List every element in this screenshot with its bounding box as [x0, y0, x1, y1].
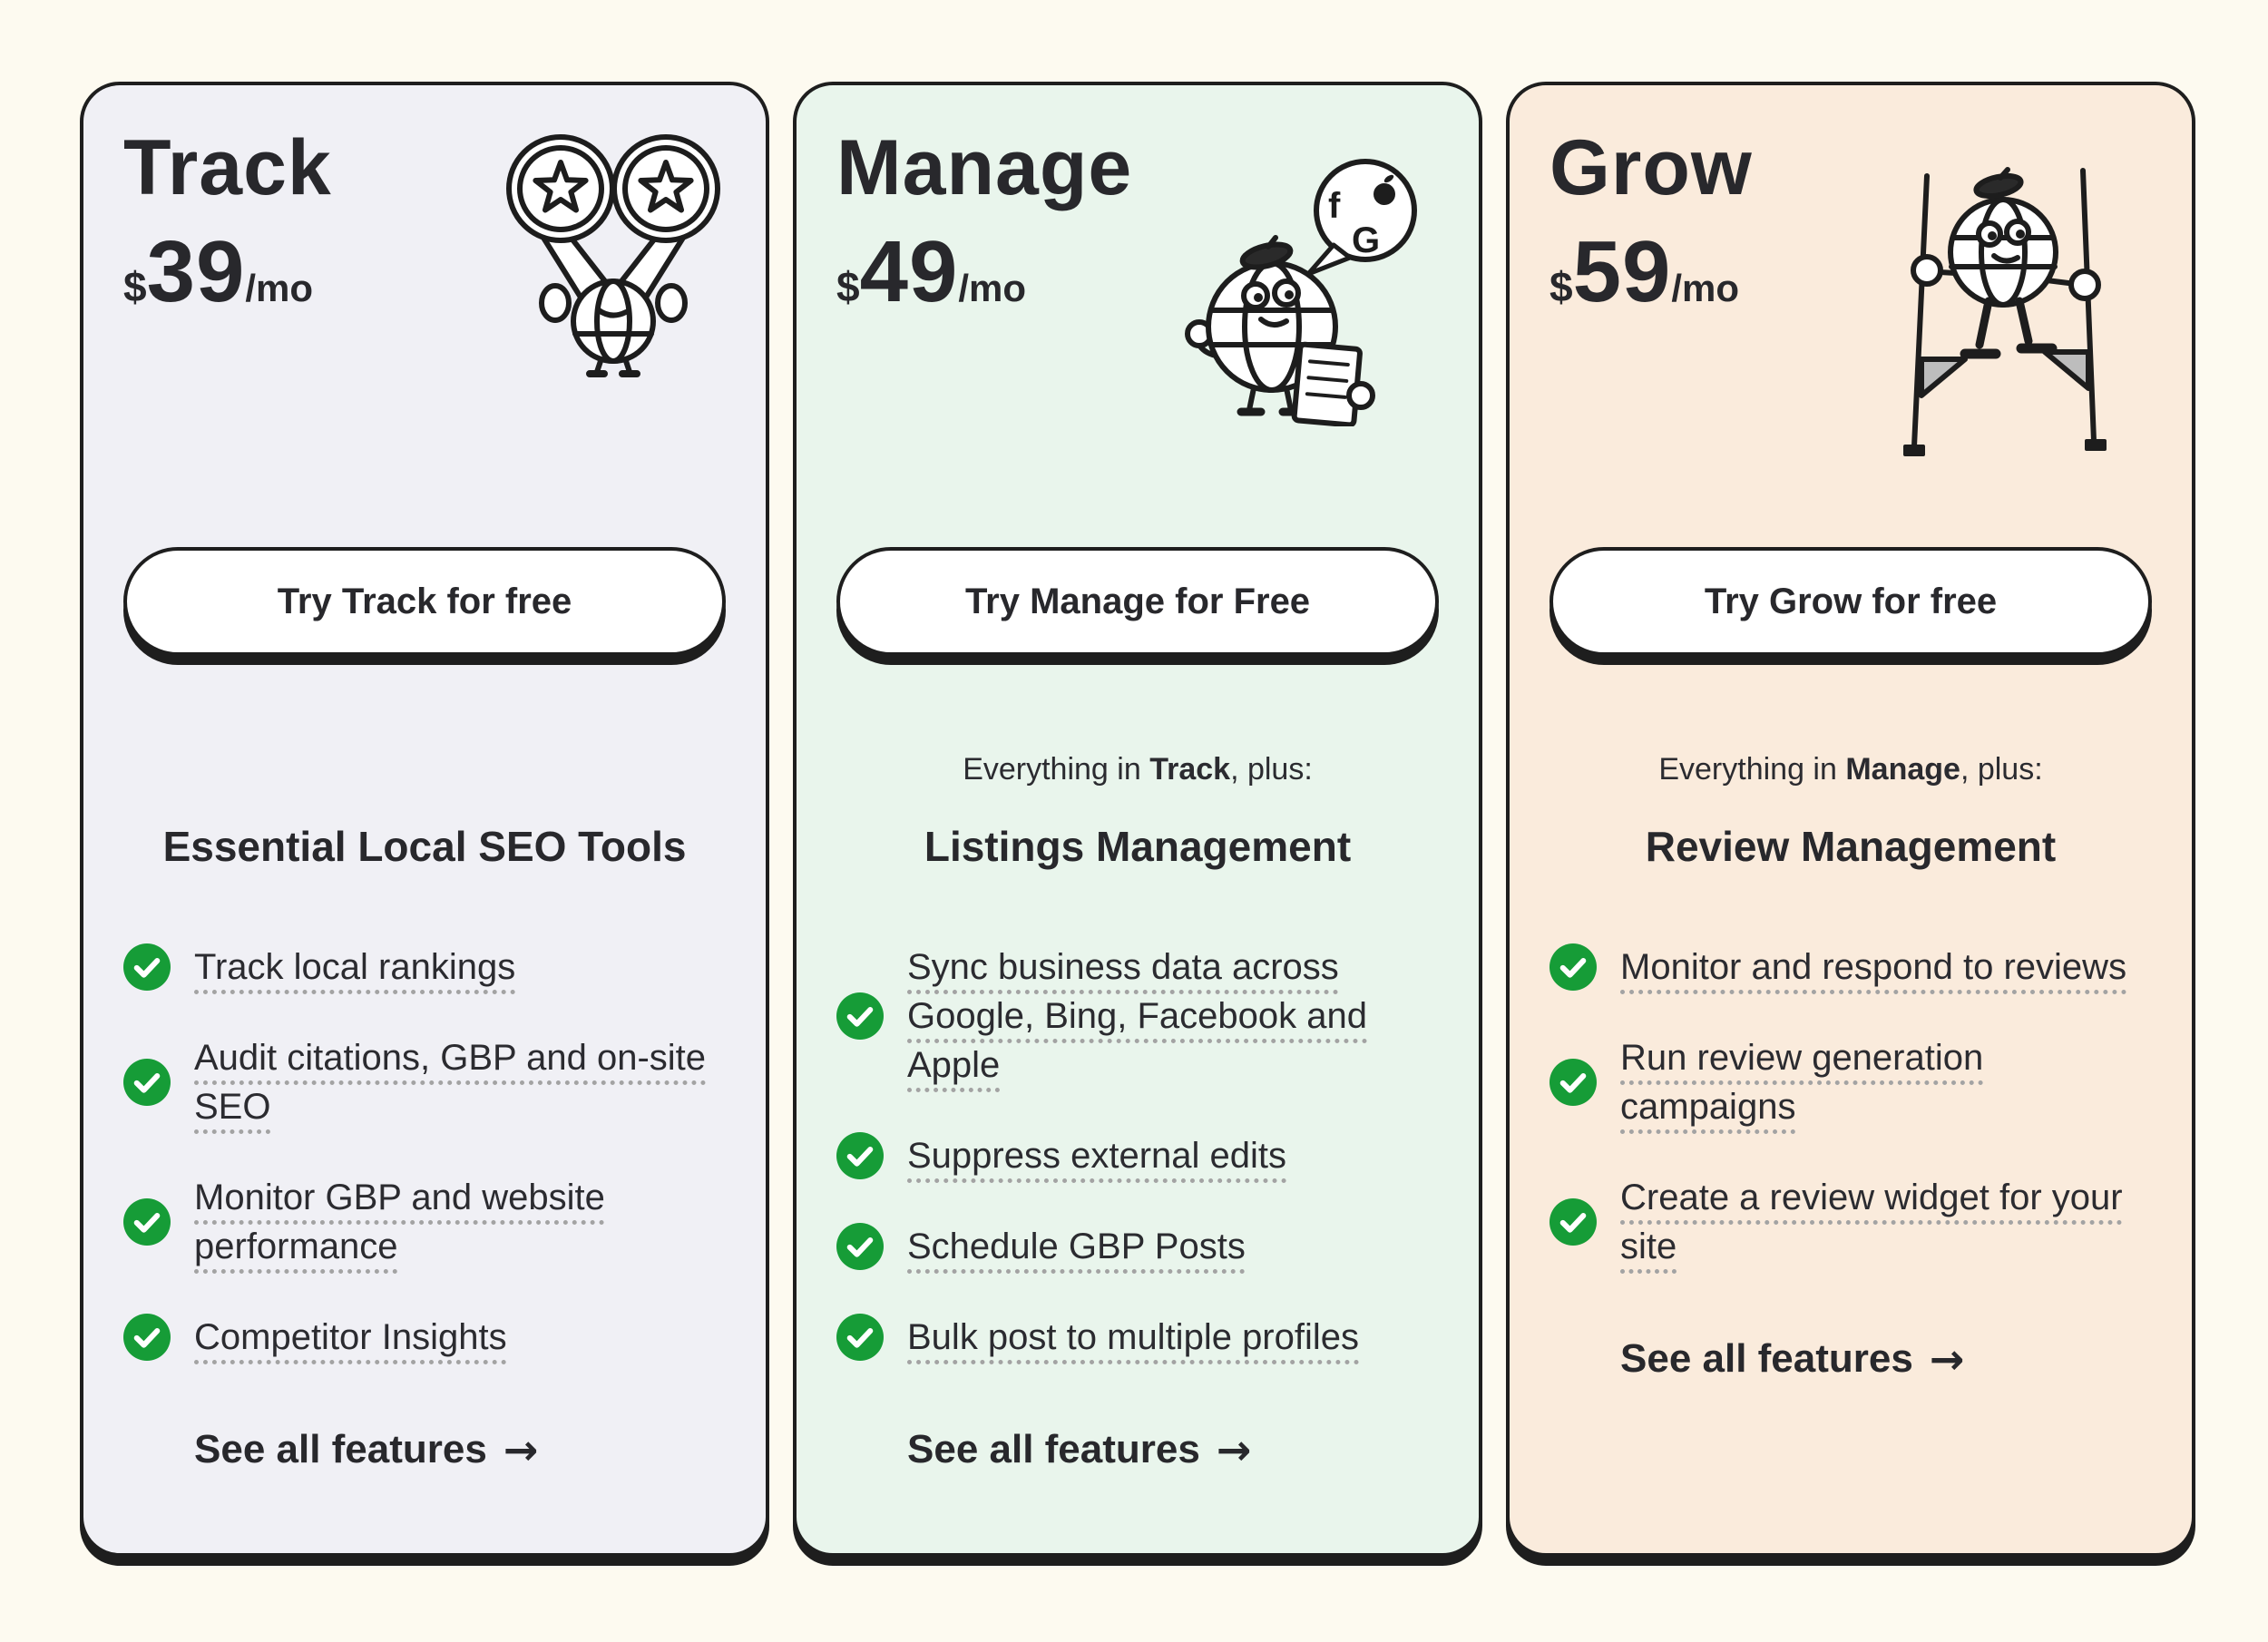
check-icon [123, 1198, 171, 1246]
feature-item: Monitor and respond to reviews [1549, 943, 2152, 992]
intro-line: Everything in Track, plus: [836, 751, 1439, 787]
feature-link[interactable]: Audit citations, GBP and on-site SEO [194, 1038, 707, 1127]
feature-link[interactable]: Sync business data across Google, Bing, … [907, 947, 1368, 1085]
plan-title: Track [123, 124, 332, 211]
price-period: /mo [958, 267, 1027, 309]
feature-item: Create a review widget for your site [1549, 1173, 2152, 1271]
intro-plan: Manage [1845, 752, 1960, 787]
price-period: /mo [1671, 267, 1740, 309]
price-amount: 59 [1572, 223, 1672, 320]
arrow-right-icon: → [1216, 1425, 1252, 1474]
globe-listings-mascot-icon: f G [1181, 154, 1426, 431]
see-all-features-link[interactable]: See all features → [836, 1425, 1439, 1474]
pricing-cards: Track $39/mo [80, 82, 2195, 1557]
check-icon [1549, 1059, 1597, 1106]
plan-title: Manage [836, 124, 1133, 211]
feature-link[interactable]: Bulk post to multiple profiles [907, 1317, 1360, 1357]
see-all-label: See all features [194, 1427, 487, 1471]
section-title: Listings Management [924, 823, 1352, 870]
price: $39/mo [123, 229, 726, 316]
see-all-label: See all features [1620, 1336, 1913, 1381]
feature-link[interactable]: Monitor GBP and website performance [194, 1178, 605, 1266]
facebook-letter: f [1328, 186, 1341, 226]
plan-title: Grow [1549, 124, 1753, 211]
feature-link[interactable]: Schedule GBP Posts [907, 1227, 1246, 1266]
feature-item: Suppress external edits [836, 1131, 1439, 1180]
feature-item: Bulk post to multiple profiles [836, 1313, 1439, 1362]
intro-line: Everything in Manage, plus: [1549, 751, 2152, 787]
try-track-button[interactable]: Try Track for free [123, 547, 726, 656]
feature-item: Run review generation campaigns [1549, 1033, 2152, 1131]
check-icon [1549, 1198, 1597, 1246]
intro-plan: Track [1149, 752, 1231, 787]
stilts-globe-mascot-icon [1880, 161, 2125, 474]
check-icon [123, 943, 171, 991]
feature-link[interactable]: Competitor Insights [194, 1317, 507, 1357]
price: $59/mo [1549, 229, 2152, 316]
see-all-label: See all features [907, 1427, 1200, 1471]
feature-item: Schedule GBP Posts [836, 1222, 1439, 1271]
feature-link[interactable]: Track local rankings [194, 947, 516, 987]
intro-post: , plus: [1230, 752, 1313, 787]
check-icon [123, 1059, 171, 1106]
feature-list: Track local rankings Audit citations, GB… [123, 943, 726, 1362]
check-icon [836, 1223, 884, 1270]
pricing-card-track: Track $39/mo [80, 82, 769, 1557]
intro-pre: Everything in [1658, 752, 1846, 787]
feature-link[interactable]: Suppress external edits [907, 1136, 1287, 1176]
arrow-right-icon: → [503, 1425, 539, 1474]
feature-item: Competitor Insights [123, 1313, 726, 1362]
intro-pre: Everything in [963, 752, 1150, 787]
price-period: /mo [245, 267, 314, 309]
intro-post: , plus: [1960, 752, 2043, 787]
price: $49/mo [836, 229, 1439, 316]
see-all-features-link[interactable]: See all features → [1549, 1334, 2152, 1383]
feature-list: Sync business data across Google, Bing, … [836, 943, 1439, 1362]
check-icon [836, 1314, 884, 1361]
feature-item: Audit citations, GBP and on-site SEO [123, 1033, 726, 1131]
check-icon [123, 1314, 171, 1361]
card-header: Track $39/mo [123, 129, 726, 547]
pricing-card-manage: Manage $49/mo [793, 82, 1482, 1557]
section-title: Essential Local SEO Tools [162, 823, 687, 870]
feature-link[interactable]: Run review generation campaigns [1620, 1038, 1984, 1127]
price-amount: 49 [859, 223, 959, 320]
feature-link[interactable]: Create a review widget for your site [1620, 1178, 2123, 1266]
binoculars-globe-mascot-icon [504, 123, 722, 382]
arrow-right-icon: → [1929, 1334, 1965, 1383]
feature-link[interactable]: Monitor and respond to reviews [1620, 947, 2127, 987]
check-icon [836, 992, 884, 1040]
check-icon [836, 1132, 884, 1179]
card-header: Grow $59/mo [1549, 129, 2152, 547]
price-currency: $ [836, 263, 860, 310]
card-header: Manage $49/mo [836, 129, 1439, 547]
price-amount: 39 [146, 223, 246, 320]
google-letter: G [1352, 220, 1380, 260]
feature-list: Monitor and respond to reviews Run revie… [1549, 943, 2152, 1271]
section-title: Review Management [1645, 823, 2057, 870]
price-currency: $ [1549, 263, 1573, 310]
feature-item: Track local rankings [123, 943, 726, 992]
pricing-card-grow: Grow $59/mo [1506, 82, 2195, 1557]
feature-item: Monitor GBP and website performance [123, 1173, 726, 1271]
feature-item: Sync business data across Google, Bing, … [836, 943, 1439, 1090]
check-icon [1549, 943, 1597, 991]
try-manage-button[interactable]: Try Manage for Free [836, 547, 1439, 656]
price-currency: $ [123, 263, 147, 310]
intro-line [123, 751, 726, 787]
try-grow-button[interactable]: Try Grow for free [1549, 547, 2152, 656]
see-all-features-link[interactable]: See all features → [123, 1425, 726, 1474]
